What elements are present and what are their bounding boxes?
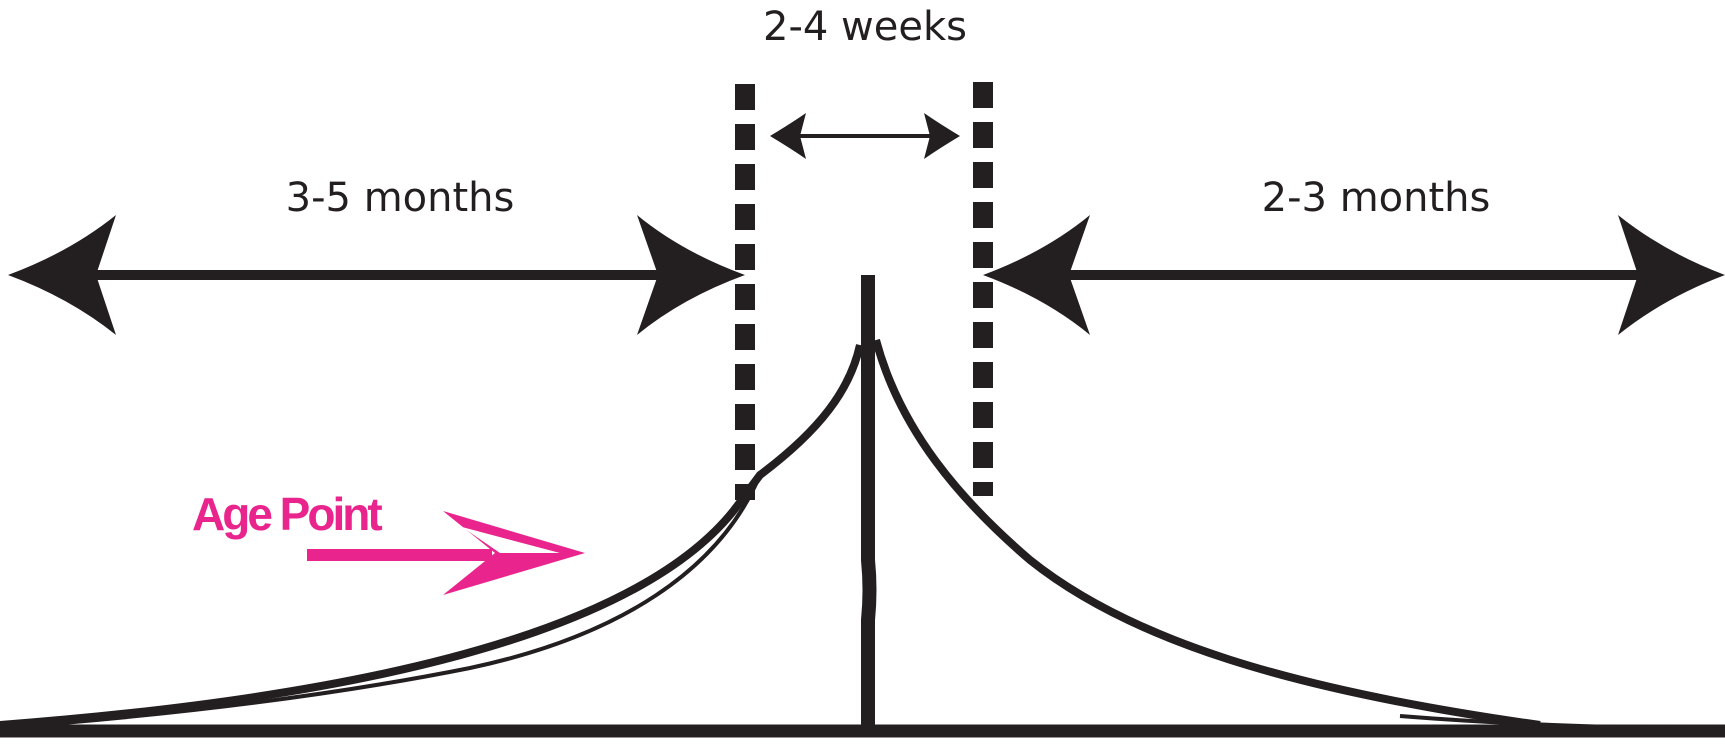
peak-line [861, 275, 877, 731]
left-curve-tail [0, 474, 762, 730]
left-span-arrow [8, 215, 745, 335]
right-period-label: 2-3 months [1262, 175, 1491, 221]
right-span-arrow [983, 215, 1725, 335]
right-curve-tail [1399, 714, 1725, 731]
center-period-label: 2-4 weeks [763, 4, 967, 50]
center-span-arrow [770, 113, 960, 159]
age-point-label: Age Point [192, 488, 382, 540]
age-point-arrow [307, 511, 585, 595]
left-period-label: 3-5 months [286, 175, 515, 221]
right-curve [872, 338, 1541, 729]
left-curve [0, 344, 864, 729]
